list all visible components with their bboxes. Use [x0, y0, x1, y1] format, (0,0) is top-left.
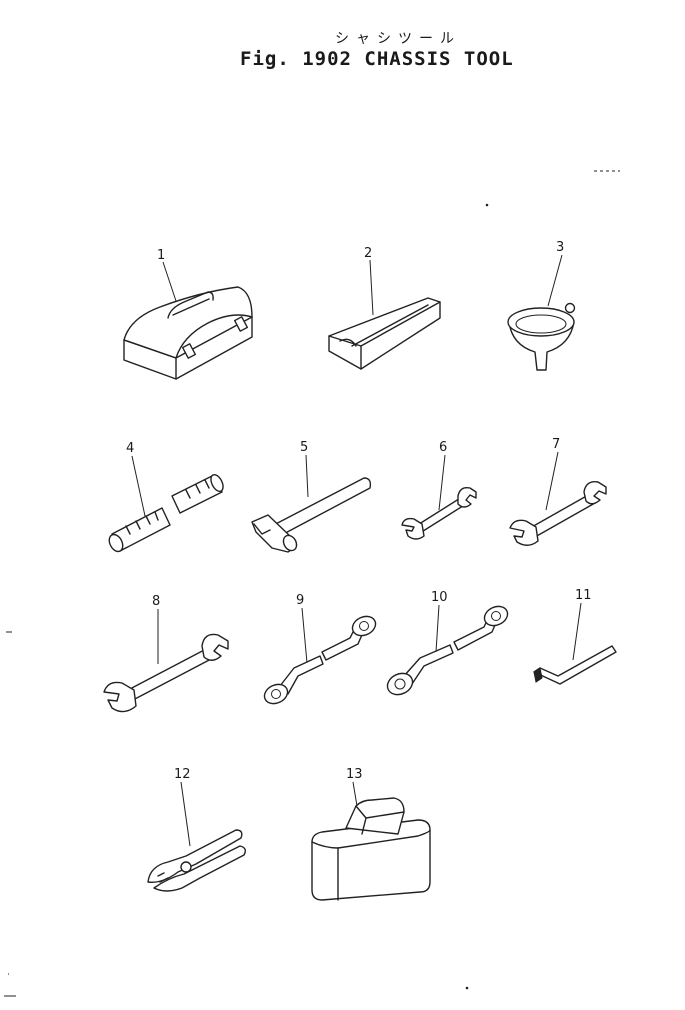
part-13[interactable]: 13	[311, 767, 431, 901]
pliers-icon	[147, 829, 247, 892]
tool-bag-icon	[311, 797, 431, 901]
part-4[interactable]: 4	[107, 441, 226, 554]
part-number-4: 4	[126, 441, 134, 456]
part-number-12: 12	[174, 767, 191, 782]
wrench-icon	[509, 481, 607, 546]
part-5[interactable]: 5	[251, 440, 372, 553]
offset-ring-wrench-icon	[386, 605, 509, 696]
part-number-1: 1	[157, 248, 165, 263]
part-9[interactable]: 9	[261, 593, 378, 707]
toolbox-icon	[123, 286, 253, 380]
part-10[interactable]: 10	[384, 590, 511, 699]
title-kana: シャシツール	[335, 31, 461, 47]
hammer-icon	[251, 477, 372, 553]
part-number-3: 3	[556, 240, 564, 255]
wheel-chock-icon	[328, 297, 441, 370]
part-3[interactable]: 3	[507, 240, 576, 371]
part-8[interactable]: 8	[103, 594, 229, 713]
part-number-2: 2	[364, 246, 372, 261]
part-number-13: 13	[346, 767, 363, 782]
part-2[interactable]: 2	[328, 246, 441, 370]
part-number-8: 8	[152, 594, 160, 609]
figure-title: Fig. 1902 CHASSIS TOOL	[240, 48, 514, 70]
large-wrench-icon	[103, 633, 229, 713]
part-number-9: 9	[296, 593, 304, 608]
part-number-6: 6	[439, 440, 447, 455]
part-number-11: 11	[575, 588, 592, 603]
part-number-10: 10	[431, 590, 448, 605]
margin-marks	[4, 170, 620, 997]
part-7[interactable]: 7	[509, 437, 607, 546]
socket-tube-icon	[108, 473, 224, 553]
part-number-5: 5	[300, 440, 308, 455]
part-1[interactable]: 1	[123, 248, 253, 380]
part-12[interactable]: 12	[147, 767, 247, 892]
part-6[interactable]: 6	[401, 440, 477, 540]
part-11[interactable]: 11	[533, 588, 617, 685]
funnel-icon	[507, 302, 576, 371]
small-wrench-icon	[401, 486, 477, 540]
offset-ring-wrench-icon	[263, 615, 377, 705]
part-number-7: 7	[552, 437, 560, 452]
hex-key-icon	[533, 645, 617, 685]
